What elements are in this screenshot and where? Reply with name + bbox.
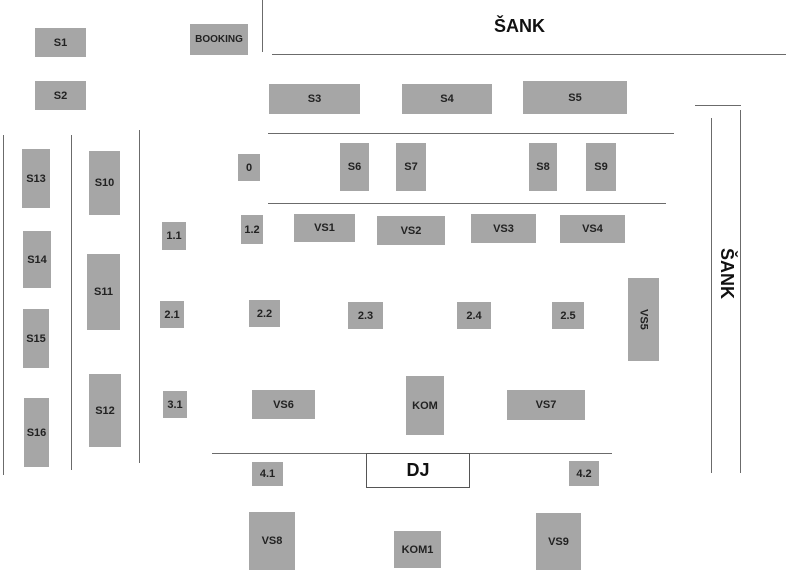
table-kom1[interactable]: KOM1 <box>394 531 441 568</box>
table-s14[interactable]: S14 <box>23 231 51 288</box>
table-4-1[interactable]: 4.1 <box>252 462 283 486</box>
table-3-1[interactable]: 3.1 <box>163 391 187 418</box>
bar-right-top-line <box>695 105 741 106</box>
table-s4[interactable]: S4 <box>402 84 492 114</box>
table-1-1[interactable]: 1.1 <box>162 222 186 250</box>
booking-table[interactable]: BOOKING <box>190 24 248 55</box>
table-2-2[interactable]: 2.2 <box>249 300 280 327</box>
row-divider-lower <box>268 203 666 204</box>
table-s9[interactable]: S9 <box>586 143 616 191</box>
table-vs1[interactable]: VS1 <box>294 214 355 242</box>
bar-top-line <box>272 54 786 55</box>
table-s15[interactable]: S15 <box>23 309 49 368</box>
table-vs8[interactable]: VS8 <box>249 512 295 570</box>
table-s1[interactable]: S1 <box>35 28 86 57</box>
left-divider-1 <box>71 135 72 470</box>
table-vs4[interactable]: VS4 <box>560 215 625 243</box>
table-2-1[interactable]: 2.1 <box>160 301 184 328</box>
dj-booth[interactable]: DJ <box>366 453 470 488</box>
table-s13[interactable]: S13 <box>22 149 50 208</box>
table-s10[interactable]: S10 <box>89 151 120 215</box>
table-vs2[interactable]: VS2 <box>377 216 445 245</box>
table-2-5[interactable]: 2.5 <box>552 302 584 329</box>
bar-top-left-edge <box>262 0 263 52</box>
table-vs3[interactable]: VS3 <box>471 214 536 243</box>
table-0[interactable]: 0 <box>238 154 260 181</box>
table-s16[interactable]: S16 <box>24 398 49 467</box>
table-s3[interactable]: S3 <box>269 84 360 114</box>
table-vs9[interactable]: VS9 <box>536 513 581 570</box>
table-1-2[interactable]: 1.2 <box>241 215 263 244</box>
table-s7[interactable]: S7 <box>396 143 426 191</box>
table-s12[interactable]: S12 <box>89 374 121 447</box>
bar-right-line-inner <box>711 118 712 473</box>
table-vs6[interactable]: VS6 <box>252 390 315 419</box>
table-s6[interactable]: S6 <box>340 143 369 191</box>
table-s8[interactable]: S8 <box>529 143 557 191</box>
table-vs5-label: VS5 <box>637 309 650 330</box>
table-s11[interactable]: S11 <box>87 254 120 330</box>
table-vs7[interactable]: VS7 <box>507 390 585 420</box>
table-4-2[interactable]: 4.2 <box>569 461 599 486</box>
bar-label-right: ŠANK <box>717 248 737 300</box>
table-2-3[interactable]: 2.3 <box>348 302 383 329</box>
table-s5[interactable]: S5 <box>523 81 627 114</box>
table-kom[interactable]: KOM <box>406 376 444 435</box>
table-s2[interactable]: S2 <box>35 81 86 110</box>
bar-label-top: ŠANK <box>494 16 546 36</box>
bar-right-line-outer <box>740 110 741 473</box>
table-2-4[interactable]: 2.4 <box>457 302 491 329</box>
left-wall <box>3 135 4 475</box>
row-divider-upper <box>268 133 674 134</box>
table-vs5[interactable]: VS5 <box>628 278 659 361</box>
left-divider-2 <box>139 130 140 463</box>
